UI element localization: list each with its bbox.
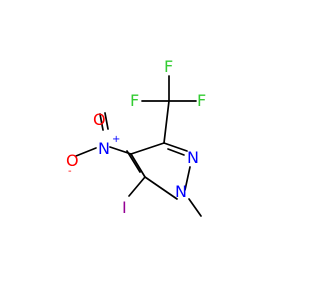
nitro-plus-charge: + bbox=[112, 134, 120, 145]
ring-nitrogen-bottom-label: N bbox=[175, 182, 187, 201]
bond-nitro-o-minus bbox=[75, 147, 97, 157]
bond-ring-c3-cf3 bbox=[163, 100, 170, 144]
bond-c5-c4-double bbox=[126, 150, 141, 173]
bond-c5-c4 bbox=[130, 153, 146, 178]
ring-nitrogen-top-label: N bbox=[187, 148, 199, 167]
molecule-canvas: F F F N + O O - N N I bbox=[66, 57, 207, 217]
molecule-structure: F F F N + O O - N N I bbox=[66, 57, 206, 217]
bond-n2-n1 bbox=[184, 166, 191, 191]
bond-c5-iodine bbox=[128, 176, 146, 197]
bond-c3-n2-double bbox=[167, 148, 185, 156]
bond-n1-c5 bbox=[144, 176, 178, 200]
bond-nitro-o-top-1 bbox=[99, 113, 104, 131]
bond-nitro-o-top-2 bbox=[104, 112, 109, 130]
nitro-minus-charge: - bbox=[68, 166, 72, 177]
fluorine-top-label: F bbox=[164, 57, 173, 76]
fluorine-left-label: F bbox=[130, 91, 139, 110]
bond-c4-n-nitro bbox=[109, 146, 132, 155]
nitro-oxygen-top-label: O bbox=[93, 110, 106, 129]
bond-c3-c4 bbox=[130, 142, 165, 155]
bond-c3-n2 bbox=[163, 142, 188, 152]
nitro-oxygen-minus-label: O bbox=[66, 151, 79, 170]
nitro-nitrogen-label: N bbox=[98, 139, 110, 158]
fluorine-right-label: F bbox=[197, 91, 206, 110]
bond-n1-methyl bbox=[188, 198, 202, 217]
iodine-label: I bbox=[122, 198, 127, 217]
